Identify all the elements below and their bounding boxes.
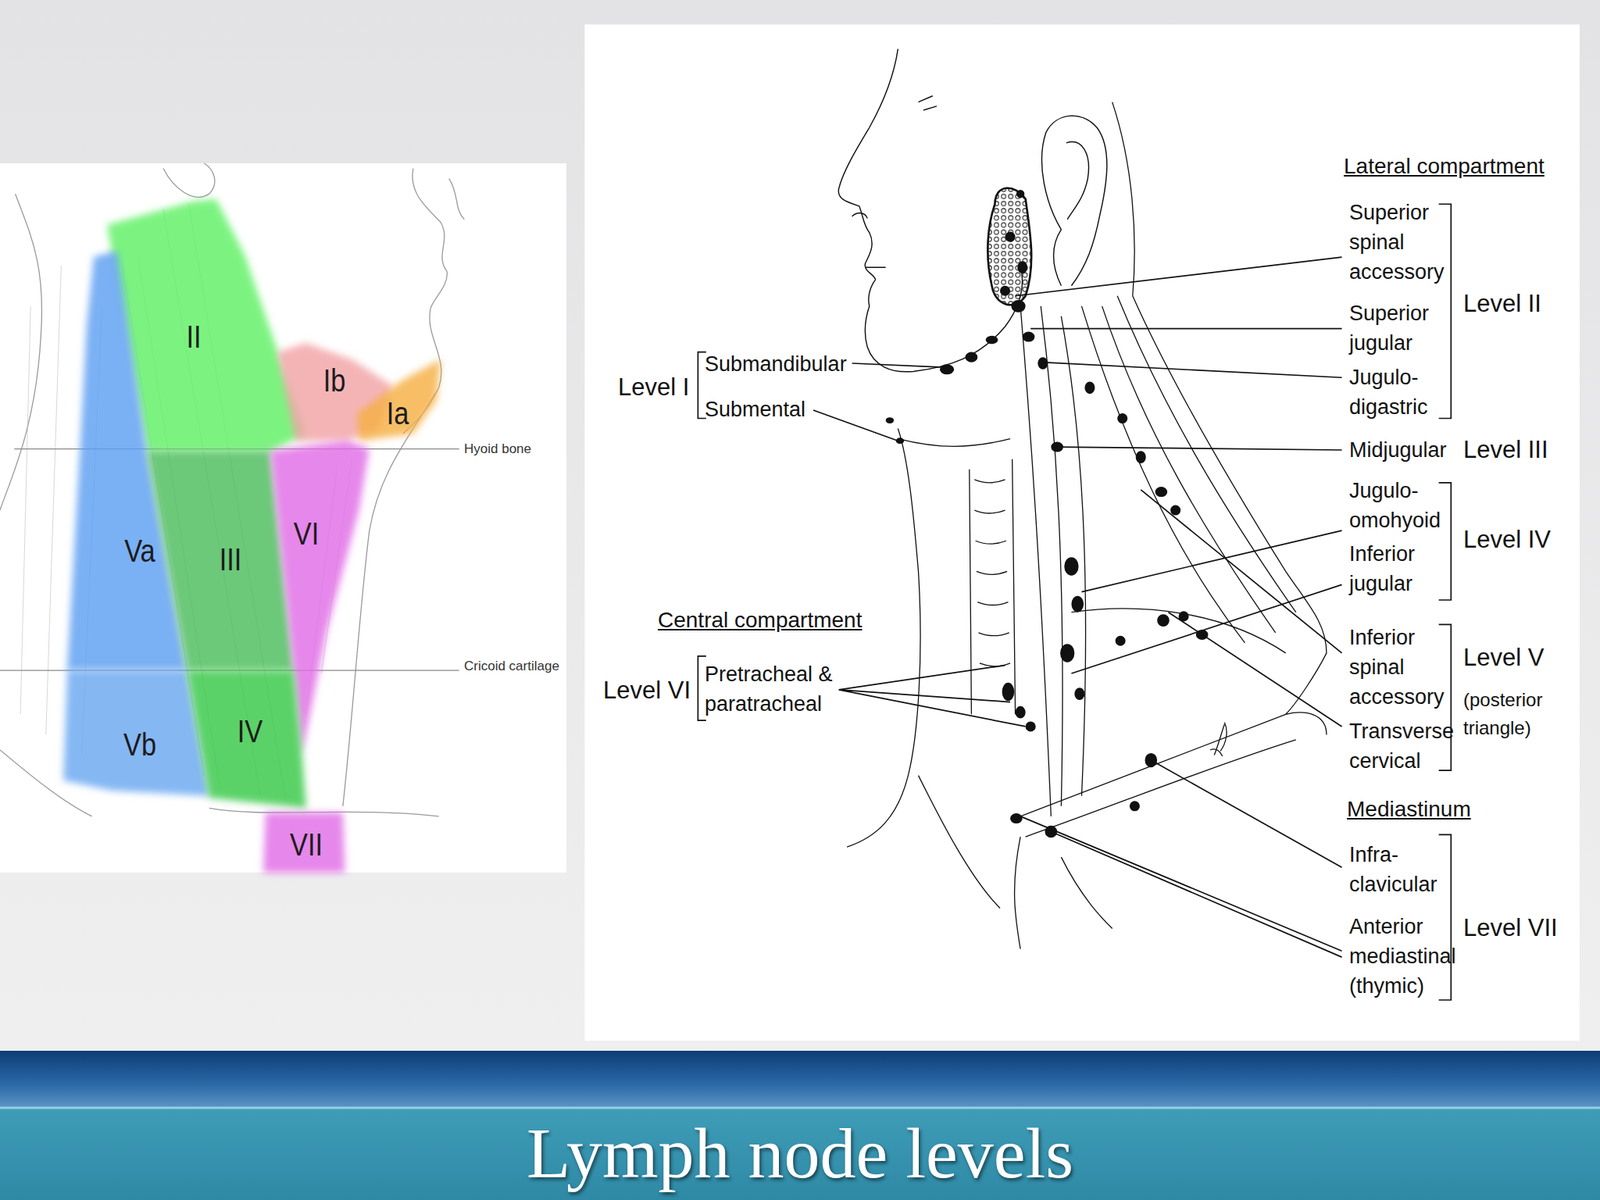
neck-anatomy [846,102,1327,950]
level-number: III [219,543,243,575]
level-label: Level I [617,372,690,403]
level-region: VII [263,812,345,873]
lymph-nodes [885,189,1209,838]
node-group-label: Anterior mediastinal (thymic) [1349,911,1457,1001]
illustrations [0,24,1580,1041]
level-number: Ia [386,397,410,429]
compartment-heading: Central compartment [657,605,862,636]
title-band [0,1107,1600,1200]
region-fill [263,812,345,873]
landmark-label: Cricoid cartilage [464,658,560,675]
background-fill [0,0,1600,1051]
node-group-label: Infra- clavicular [1349,839,1438,900]
node-group-label: Jugulo- omohyoid [1349,475,1441,536]
level-number: II [186,321,202,353]
landmark-label: Hyoid bone [464,441,532,458]
neck-outline [0,163,465,817]
group-brackets [697,203,1451,1000]
level-number: IV [237,715,264,747]
level-label: Level V [1463,642,1544,673]
level-label: Level VII [1463,913,1558,943]
node-group-label: Transverse cervical [1349,716,1454,776]
region-fill [186,670,307,808]
region-fill [63,670,210,797]
parotid-gland [987,188,1032,305]
compartment-heading: Mediastinum [1346,794,1472,825]
level-number: Va [124,535,156,567]
node-group-label: Inferior spinal accessory [1349,622,1445,712]
leader-lines [813,257,1343,958]
level-region: Vb [63,670,210,797]
region-fill [146,450,294,671]
node-group-label: Inferior jugular [1349,539,1415,599]
right-panel [584,24,1579,1041]
left-panel [0,163,567,873]
node-group-label: Submandibular [704,349,847,379]
level-label: Level VI [603,675,691,706]
level-number: Ib [323,364,347,397]
node-group-label: Superior jugular [1349,298,1429,358]
level-region: Ia [357,359,441,441]
node-group-label: Submental [704,394,806,425]
level-label: Level II [1463,289,1542,319]
level-region: III [146,450,294,671]
region-fill [357,359,441,441]
level-note: (posterior triangle) [1463,685,1543,743]
level-number: VI [293,517,320,550]
node-group-label: Midjugular [1349,435,1447,465]
level-label: Level IV [1463,525,1551,555]
node-group-label: Superior spinal accessory [1349,197,1445,287]
ear-outline [1042,115,1108,286]
level-number: VII [289,828,323,861]
band-edge [0,1107,1600,1110]
slide-title: Lymph node levels [0,1107,1600,1200]
node-group-label: Pretracheal & paratracheal [704,659,842,719]
level-label: Level III [1463,435,1549,465]
title-strip [0,1050,1600,1108]
compartment-heading: Lateral compartment [1343,151,1545,182]
node-group-label: Jugulo- digastric [1349,362,1429,422]
level-region: IV [186,670,307,808]
level-number: Vb [123,728,157,761]
